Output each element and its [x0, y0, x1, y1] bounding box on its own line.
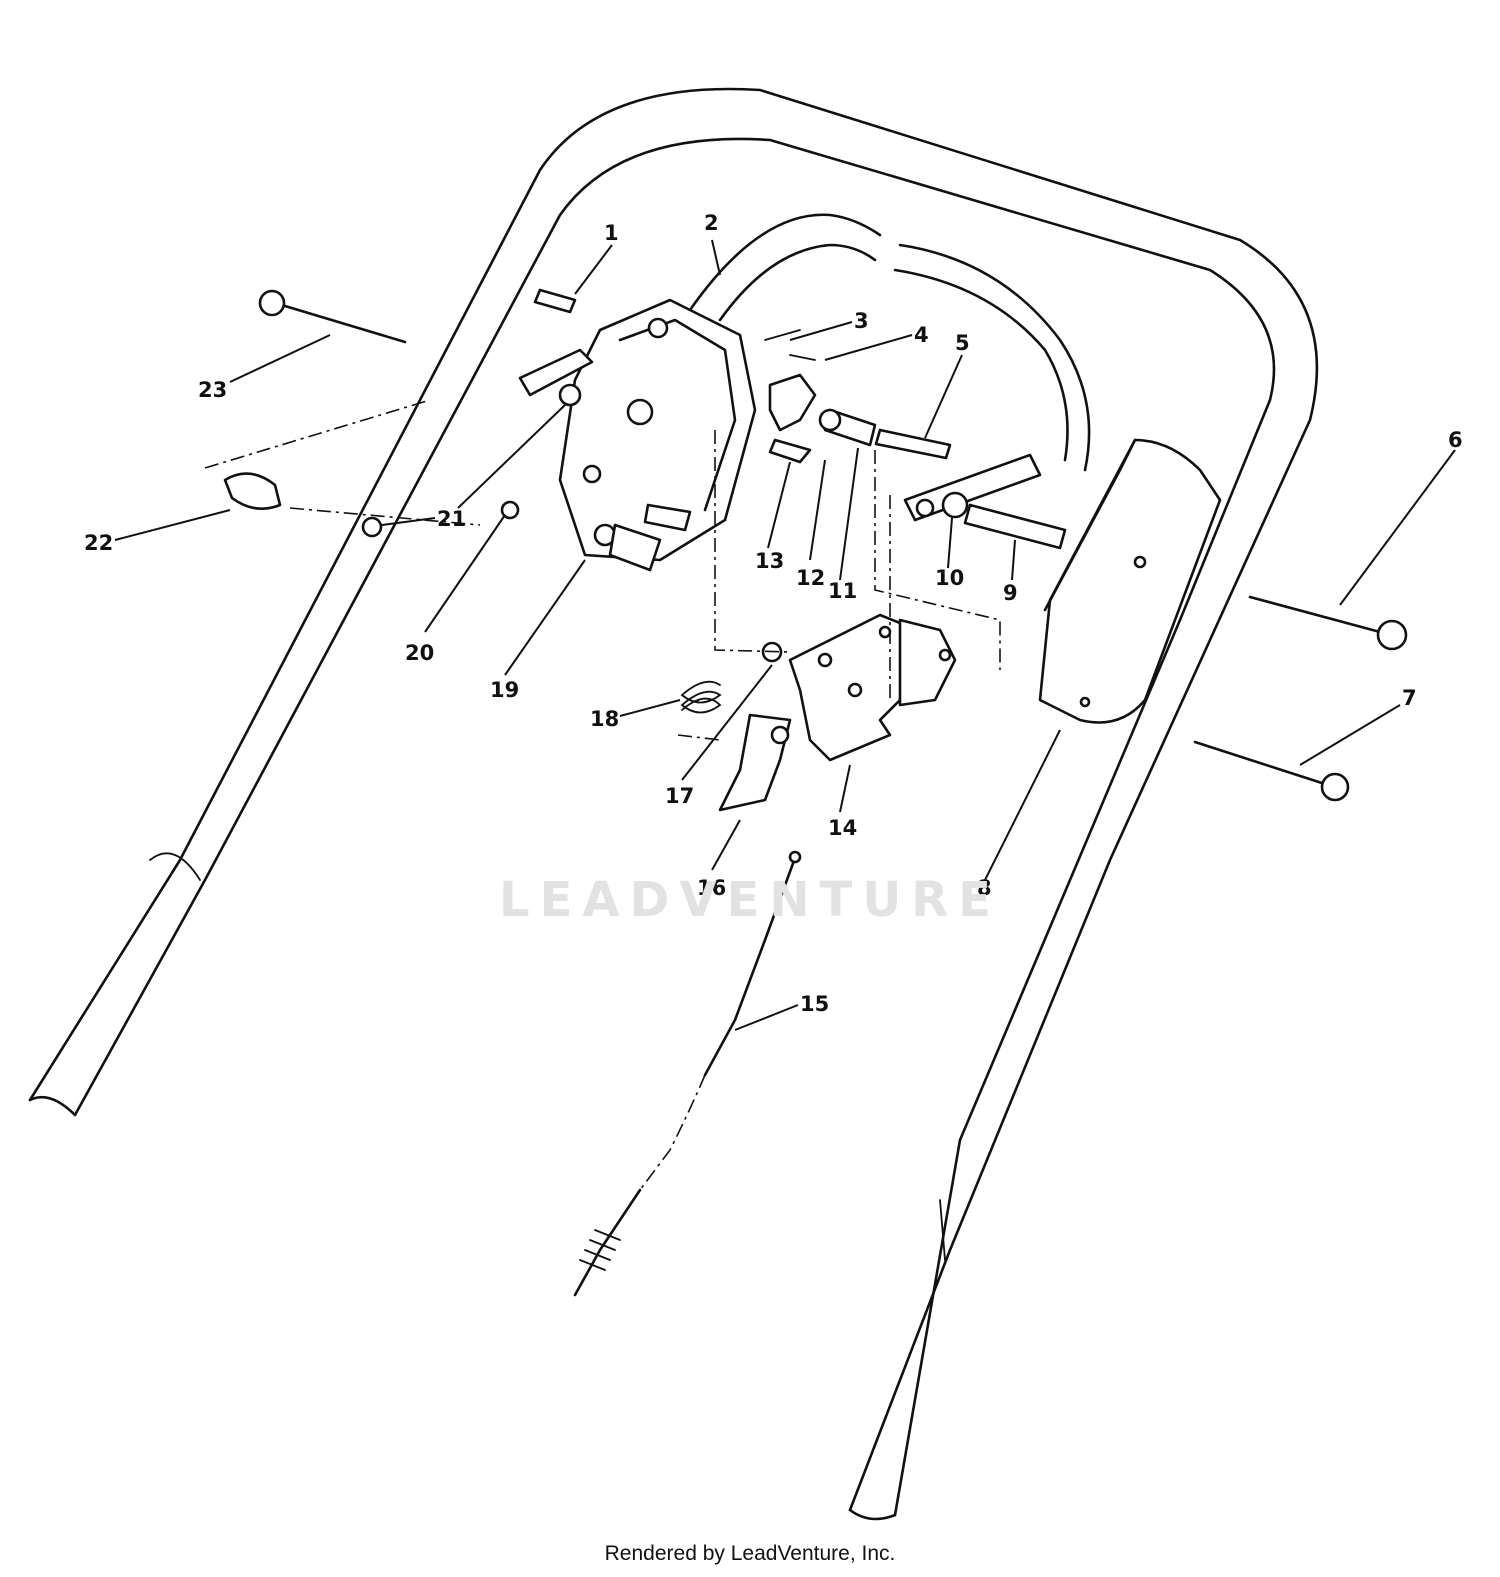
callout-22: 22 — [84, 531, 113, 555]
callout-13: 13 — [755, 549, 784, 573]
callout-3: 3 — [854, 309, 869, 333]
callout-23: 23 — [198, 378, 227, 402]
control-bracket — [788, 613, 957, 762]
callout-19: 19 — [490, 678, 519, 702]
callout-17: 17 — [665, 784, 694, 808]
left-housing — [558, 298, 757, 572]
shafts-and-bushings — [764, 329, 1067, 550]
footer-credit: Rendered by LeadVenture, Inc. — [604, 1542, 896, 1565]
fasteners — [223, 288, 1408, 802]
callout-4: 4 — [914, 323, 929, 347]
callout-7: 7 — [1402, 686, 1417, 710]
callout-leaders — [114, 239, 1456, 1031]
callout-6: 6 — [1448, 428, 1463, 452]
callout-20: 20 — [405, 641, 434, 665]
callout-5: 5 — [955, 331, 970, 355]
callout-16: 16 — [697, 876, 726, 900]
handle-tube — [28, 87, 1319, 1521]
callout-8: 8 — [977, 876, 992, 900]
callout-11: 11 — [828, 579, 857, 603]
callout-14: 14 — [828, 816, 857, 840]
callout-21: 21 — [437, 507, 466, 531]
callout-2: 2 — [704, 211, 719, 235]
callout-15: 15 — [800, 992, 829, 1016]
callout-12: 12 — [796, 566, 825, 590]
callout-1: 1 — [604, 221, 619, 245]
callout-18: 18 — [590, 707, 619, 731]
bail-handle — [688, 213, 1091, 522]
callout-9: 9 — [1003, 581, 1018, 605]
right-housing — [1038, 438, 1222, 724]
callout-labels: 1 2 3 4 5 6 7 8 9 10 11 12 13 14 15 16 1… — [84, 211, 1463, 1016]
spring-lever-cable — [573, 641, 802, 1297]
callout-10: 10 — [935, 566, 964, 590]
